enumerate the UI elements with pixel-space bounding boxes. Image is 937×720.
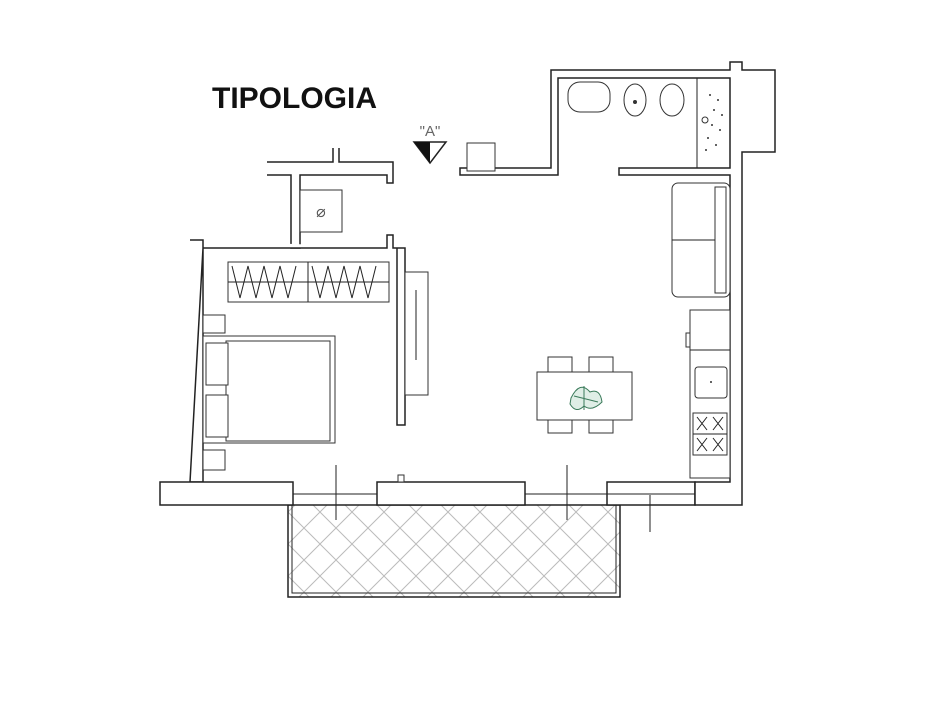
column <box>466 142 496 172</box>
washbasin <box>567 81 611 113</box>
nightstand <box>202 449 226 471</box>
nightstand <box>202 314 226 334</box>
bathroom-fixtures <box>567 78 723 168</box>
chair <box>547 419 573 434</box>
svg-text:⌀: ⌀ <box>316 202 326 221</box>
shaft-box <box>299 189 343 233</box>
chair <box>588 419 614 434</box>
section-marker-label: "A" <box>420 123 441 140</box>
walls: ⌀ <box>159 61 776 532</box>
chair <box>588 356 614 373</box>
section-marker-icon <box>412 141 448 165</box>
balcony <box>287 504 621 598</box>
plant-icon <box>569 386 603 410</box>
living-furniture <box>536 182 731 434</box>
shower <box>701 94 723 151</box>
plan-title: TIPOLOGIA <box>212 82 377 115</box>
toilet <box>659 83 685 117</box>
bedroom-furniture <box>202 261 429 471</box>
kitchen <box>685 309 731 479</box>
chair <box>547 356 573 373</box>
